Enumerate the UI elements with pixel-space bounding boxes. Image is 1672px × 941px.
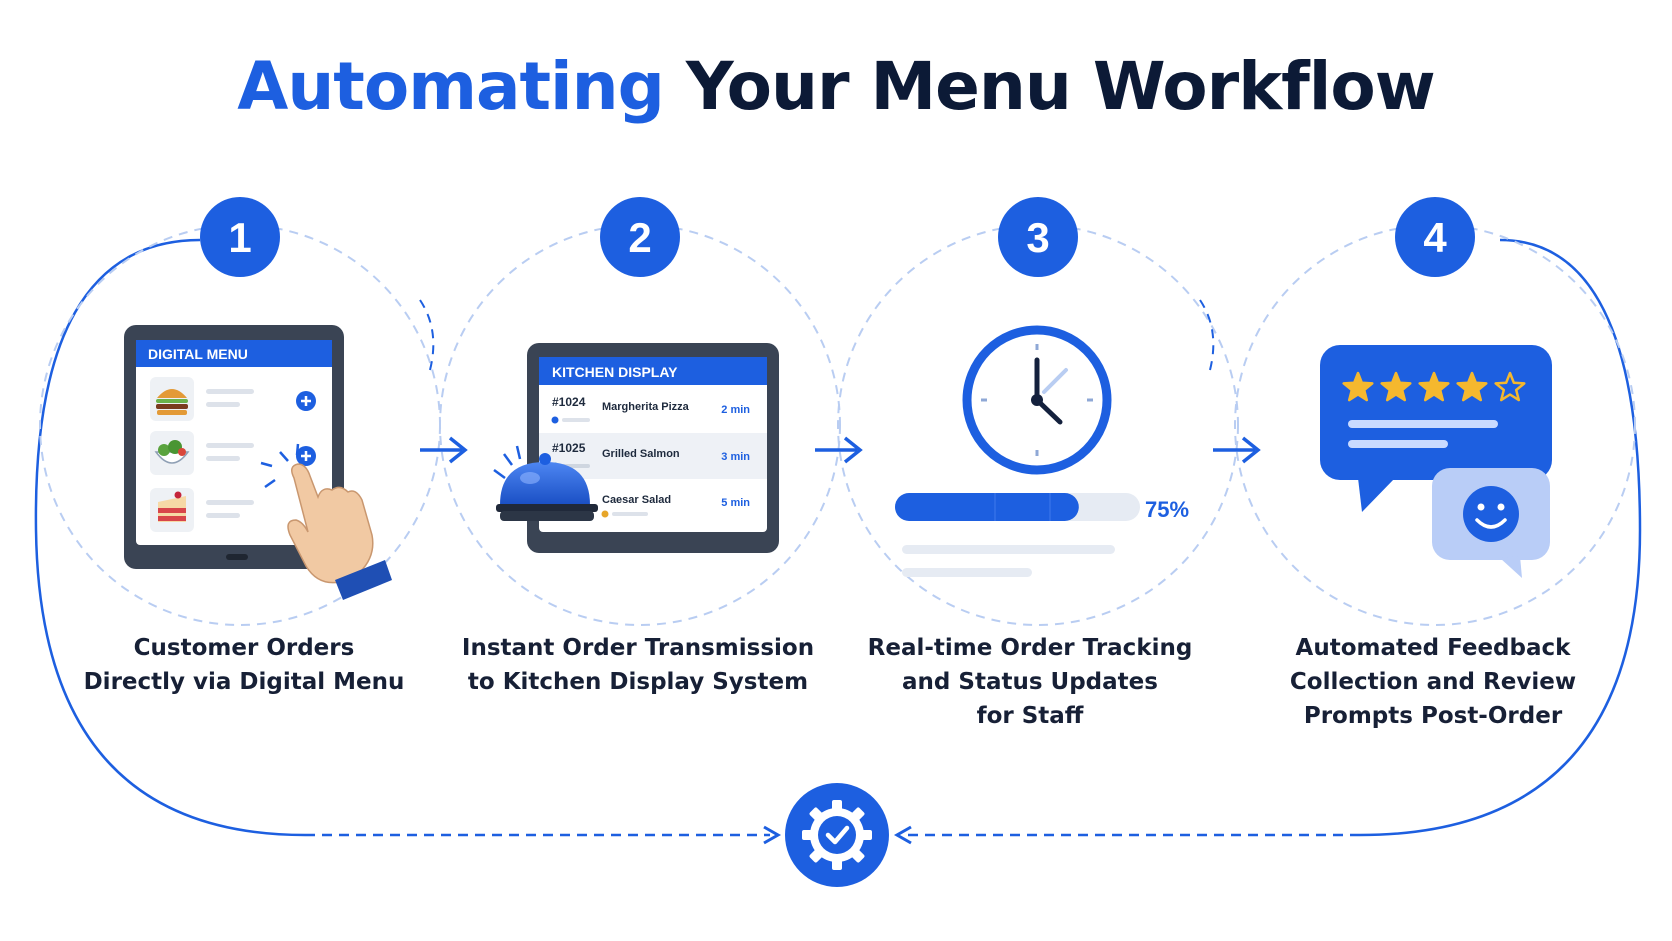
ring-accent-1 [419, 299, 435, 371]
arrow-1-to-2 [420, 436, 468, 464]
smiley-bubble [1432, 468, 1550, 578]
order-name: Caesar Salad [602, 494, 671, 506]
step-3-ring [837, 224, 1239, 626]
order-row: #1025 Grilled Salmon 3 min [551, 441, 750, 470]
automation-gear-icon [785, 783, 889, 887]
outer-loop-path-right [1359, 238, 1642, 837]
step-1-label-line: Directly via Digital Menu [83, 669, 405, 695]
digital-menu-tablet: DIGITAL MENU [124, 325, 344, 569]
star-filled-icon [1380, 371, 1412, 402]
step-2-ring [439, 224, 841, 626]
step-4-ring [1234, 224, 1636, 626]
order-time: 2 min [721, 404, 750, 416]
step-3-label: Real-time Order Tracking and Status Upda… [850, 631, 1210, 733]
arrow-2-to-3 [815, 436, 863, 464]
salad-icon [154, 440, 190, 464]
step-3-number: 3 [1026, 214, 1049, 261]
step-4-label: Automated Feedback Collection and Review… [1253, 631, 1613, 733]
status-line [902, 545, 1115, 554]
step-2-badge: 2 [600, 197, 680, 277]
page-title: Automating Your Menu Workflow [0, 48, 1672, 125]
step-2-label: Instant Order Transmission to Kitchen Di… [458, 631, 818, 699]
progress-fill [895, 493, 1079, 521]
order-time: 5 min [721, 497, 750, 509]
loop-arrow-left-head [763, 825, 782, 845]
star-filled-icon [1456, 371, 1488, 402]
review-bubble [1320, 345, 1552, 512]
step-3-badge: 3 [998, 197, 1078, 277]
step-4-badge: 4 [1395, 197, 1475, 277]
title-rest: Your Menu Workflow [663, 48, 1436, 125]
menu-item [150, 377, 316, 421]
step-1-number: 1 [228, 214, 251, 261]
star-rating [1342, 371, 1526, 402]
step-4-label-line: Collection and Review [1289, 669, 1577, 695]
order-name: Grilled Salmon [602, 448, 680, 460]
smiley-icon [1463, 486, 1519, 542]
kitchen-display-title: KITCHEN DISPLAY [552, 364, 678, 380]
progress-percent: 75% [1145, 497, 1189, 522]
outer-loop-path [34, 238, 306, 837]
title-accent: Automating [237, 48, 665, 125]
step-2-label-line: Instant Order Transmission [461, 635, 815, 661]
step-2-number: 2 [628, 214, 651, 261]
step-3-label-line: Real-time Order Tracking [867, 635, 1193, 661]
step-4-label-line: Automated Feedback [1295, 635, 1571, 661]
star-empty-icon [1494, 371, 1526, 402]
step-1-label-line: Customer Orders [133, 635, 355, 661]
burger-icon [156, 389, 188, 415]
step-3-label-line: and Status Updates [902, 669, 1158, 695]
service-bell-icon [493, 445, 598, 521]
cake-icon [158, 491, 186, 522]
pointing-hand-icon [260, 443, 392, 600]
clock-icon [962, 325, 1112, 475]
kitchen-display: KITCHEN DISPLAY #1024 Margherita Pizza 2… [527, 343, 779, 553]
order-id: #1024 [552, 395, 586, 409]
step-4-label-line: Prompts Post-Order [1303, 703, 1563, 729]
step-3-label-line: for Staff [976, 703, 1084, 729]
star-filled-icon [1342, 371, 1374, 402]
order-name: Margherita Pizza [602, 401, 690, 413]
arrow-3-to-4 [1213, 436, 1261, 464]
step-4-number: 4 [1423, 214, 1447, 261]
order-id: #1025 [552, 441, 586, 455]
order-time: 3 min [721, 451, 750, 463]
order-row: #1024 Margherita Pizza 2 min [551, 395, 750, 424]
menu-item [150, 431, 316, 475]
ring-accent-2 [1199, 299, 1215, 371]
step-2-label-line: to Kitchen Display System [467, 669, 809, 695]
progress-bar: 75% [895, 493, 1189, 522]
digital-menu-title: DIGITAL MENU [148, 346, 248, 362]
status-line [902, 568, 1032, 577]
step-1-badge: 1 [200, 197, 280, 277]
star-filled-icon [1418, 371, 1450, 402]
loop-arrow-right-head [893, 825, 912, 845]
step-1-label: Customer Orders Directly via Digital Men… [64, 631, 424, 699]
menu-item [150, 488, 254, 532]
